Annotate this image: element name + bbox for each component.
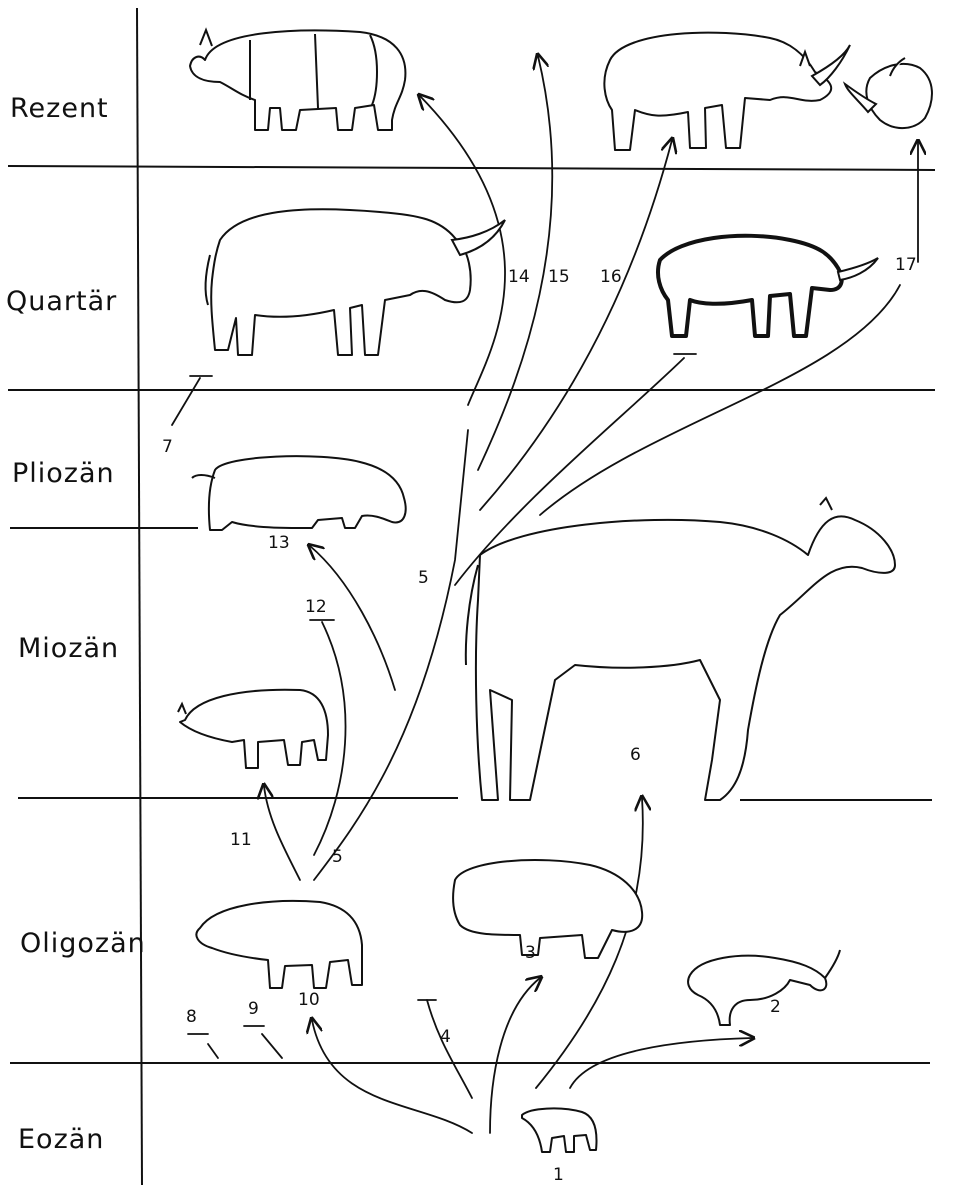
number-14: 14	[508, 267, 530, 287]
branch-8	[208, 1044, 218, 1058]
branch-to-13	[310, 546, 395, 690]
branch-17	[540, 285, 900, 515]
number-2: 2	[770, 997, 781, 1017]
number-4: 4	[440, 1027, 451, 1047]
number-1: 1	[553, 1165, 564, 1185]
number-3: 3	[525, 943, 536, 963]
animal-elasmotherium-quartaer	[206, 209, 505, 355]
divider-rezent-quartaer	[8, 166, 935, 170]
animal-hyrachyus-2	[688, 950, 840, 1025]
number-7: 7	[162, 437, 173, 457]
branch-7	[172, 378, 200, 425]
number-13: 13	[268, 533, 290, 553]
number-8: 8	[186, 1007, 197, 1027]
branch-to-15	[478, 56, 552, 470]
era-label-pliozaen: Pliozän	[12, 458, 115, 489]
branch-to-11	[264, 786, 300, 880]
branch-9	[262, 1034, 282, 1058]
number-6: 6	[630, 745, 641, 765]
era-label-rezent: Rezent	[10, 93, 109, 124]
number-11: 11	[230, 830, 252, 850]
animal-oligozaen-hyracodont	[196, 901, 362, 988]
animal-ancestor-1	[522, 1108, 596, 1152]
era-label-eozaen: Eozän	[18, 1124, 104, 1155]
animal-pliozaen-rhino	[192, 456, 406, 530]
branch-4	[427, 1000, 472, 1098]
animal-miozaen-rhino	[178, 690, 328, 768]
number-10: 10	[298, 990, 320, 1010]
animal-amynodont-3	[453, 860, 642, 958]
animal-indian-rhino-rezent	[190, 30, 405, 130]
number-5-oligozaen: 5	[332, 847, 343, 867]
branch-to-16	[480, 140, 672, 510]
animal-paraceratherium	[466, 498, 895, 800]
era-label-miozaen: Miozän	[18, 633, 119, 664]
animal-white-rhino-rezent	[604, 33, 850, 150]
number-17: 17	[895, 255, 917, 275]
number-15: 15	[548, 267, 570, 287]
number-9: 9	[248, 999, 259, 1019]
number-12: 12	[305, 597, 327, 617]
number-16: 16	[600, 267, 622, 287]
era-label-oligozaen: Oligozän	[20, 928, 146, 959]
time-axis-line	[137, 8, 142, 1185]
era-labels: Rezent Quartär Pliozän Miozän Oligozän E…	[6, 93, 146, 1155]
era-label-quartaer: Quartär	[6, 286, 117, 317]
number-5-miozaen: 5	[418, 568, 429, 588]
animal-woolly-rhino-quartaer	[658, 236, 878, 336]
animal-black-rhino-head	[845, 58, 932, 128]
